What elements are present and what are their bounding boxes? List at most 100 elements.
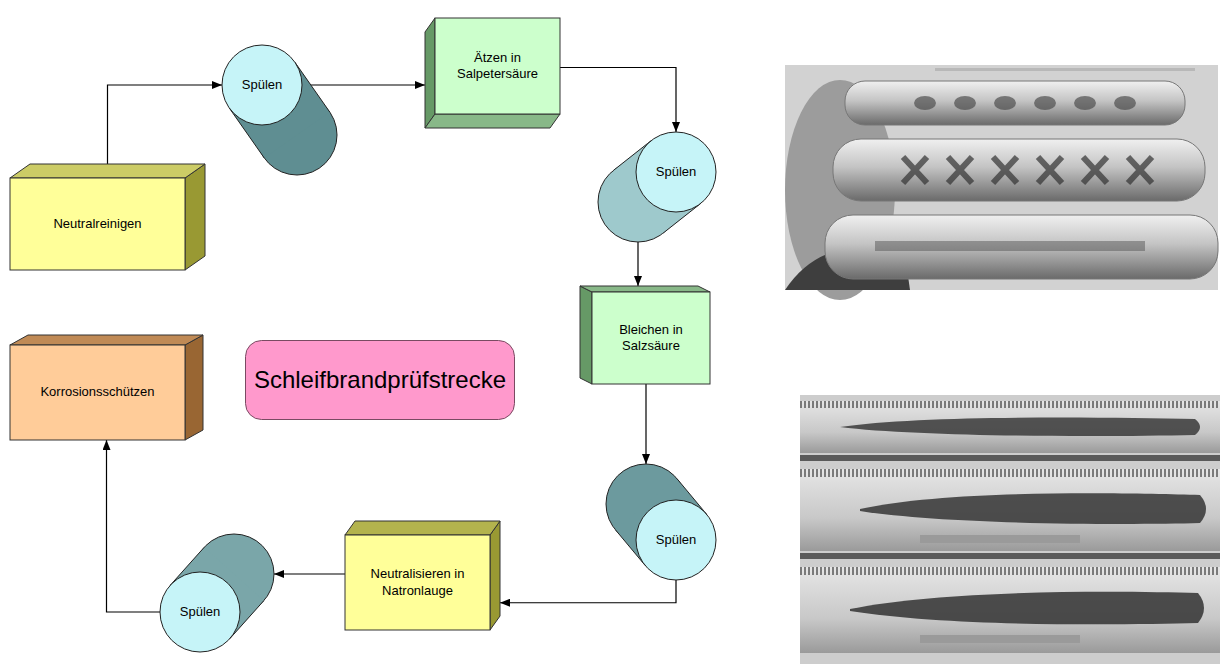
- burn-mark: [1038, 157, 1062, 183]
- burn-streak: [850, 592, 1204, 625]
- burn-streak: [840, 417, 1200, 436]
- title-text: Schleifbrandprüfstrecke: [254, 365, 506, 395]
- cylinder-back: [257, 95, 337, 175]
- step-label: Spülen: [656, 164, 696, 180]
- box-front: [592, 292, 710, 384]
- tooth-flank: [800, 401, 1220, 453]
- box-top: [10, 164, 205, 178]
- gear-photo-bottom: [800, 395, 1220, 664]
- step-label: Bleichen in Salzsäure: [600, 322, 702, 355]
- cylinder-body: [613, 141, 701, 234]
- tooth-flank: [800, 567, 1220, 653]
- node-face: Spülen: [636, 132, 716, 212]
- burn-mark: [948, 157, 972, 183]
- cylinder-face: [160, 572, 240, 652]
- gear-photo-top: [785, 65, 1218, 300]
- step-label: Neutralreinigen: [53, 216, 141, 232]
- process-box: Ätzen in Salpetersäure: [425, 18, 560, 128]
- step-label: Korrosionsschützen: [40, 384, 154, 400]
- photo-scan-line: [935, 68, 1195, 71]
- flank-mark: [920, 635, 1080, 643]
- node-face: Neutralisieren in Natronlauge: [345, 535, 490, 630]
- node-face: Neutralreinigen: [10, 178, 185, 270]
- step-label: Ätzen in Salpetersäure: [443, 50, 552, 83]
- title-box: Schleifbrandprüfstrecke: [245, 340, 515, 420]
- rinse-cylinder: Spülen: [160, 572, 240, 652]
- burn-crosses: [903, 157, 1152, 183]
- burn-mark: [1074, 96, 1096, 110]
- cylinder-edge: [170, 547, 204, 585]
- photo-ground: [785, 65, 1218, 290]
- box-side: [185, 335, 203, 440]
- burn-mark: [993, 157, 1017, 183]
- box-top: [10, 335, 203, 345]
- burn-mark: [1034, 96, 1056, 110]
- flow-arrow: [560, 68, 676, 133]
- burn-mark: [903, 157, 927, 183]
- cylinder-edge: [663, 203, 701, 233]
- flow-arrow: [302, 84, 425, 85]
- cylinder-face: [222, 45, 302, 125]
- gear-tooth: [833, 139, 1205, 201]
- rinse-cylinder: Spülen: [636, 500, 716, 580]
- cylinder-edge: [677, 478, 707, 514]
- step-label: Neutralisieren in Natronlauge: [353, 566, 482, 599]
- cylinder-body: [615, 478, 706, 565]
- process-box: Neutralisieren in Natronlauge: [345, 521, 500, 630]
- box-top: [345, 521, 500, 535]
- title-outline: [246, 341, 515, 420]
- node-face: Bleichen in Salzsäure: [592, 292, 710, 384]
- node-face: Ätzen in Salpetersäure: [435, 18, 560, 114]
- flow-arrow: [637, 242, 638, 286]
- burn-mark: [1114, 96, 1136, 110]
- node-face: Korrosionsschützen: [10, 345, 185, 440]
- burn-mark: [1083, 157, 1107, 183]
- burn-streak: [860, 493, 1206, 524]
- box-top: [580, 286, 710, 292]
- box-side: [580, 286, 592, 384]
- box-side: [185, 164, 205, 270]
- flow-arrow: [107, 440, 161, 612]
- cylinder-face: [636, 500, 716, 580]
- flow-arrow: [108, 85, 223, 164]
- node-face: Spülen: [160, 572, 240, 652]
- burn-mark: [1128, 157, 1152, 183]
- tooth-flank: [800, 469, 1220, 551]
- box-side: [425, 18, 435, 128]
- flank-mark: [920, 535, 1080, 543]
- process-box: Neutralreinigen: [10, 164, 205, 270]
- step-label: Spülen: [656, 532, 696, 548]
- step-label: Spülen: [180, 604, 220, 620]
- process-box: Korrosionsschützen: [10, 335, 203, 440]
- gear-tooth: [825, 215, 1218, 279]
- node-face: Schleifbrandprüfstrecke: [245, 340, 515, 420]
- flow-arrow: [274, 573, 345, 574]
- rinse-cylinder: Spülen: [636, 132, 716, 212]
- burn-mark: [954, 96, 976, 110]
- node-face: Spülen: [222, 45, 302, 125]
- box-side: [490, 521, 500, 630]
- photo-ground: [800, 395, 1220, 664]
- burn-mark: [994, 96, 1016, 110]
- cylinder-edge: [229, 108, 264, 158]
- flank-gap: [800, 553, 1220, 559]
- node-face: Spülen: [636, 500, 716, 580]
- flank-edge: [800, 567, 1220, 575]
- burn-band: [875, 241, 1145, 251]
- flow-arrow: [500, 580, 676, 603]
- cylinder-body: [170, 547, 264, 638]
- burn-mark: [914, 96, 936, 110]
- box-front: [435, 18, 560, 114]
- flank-gap: [800, 455, 1220, 461]
- burn-marks: [914, 96, 1136, 110]
- cylinder-edge: [295, 62, 330, 112]
- flank-edge: [800, 469, 1220, 477]
- cylinder-face: [636, 132, 716, 212]
- flank-edge: [800, 401, 1220, 408]
- box-front: [10, 178, 185, 270]
- process-box: Bleichen in Salzsäure: [580, 286, 710, 384]
